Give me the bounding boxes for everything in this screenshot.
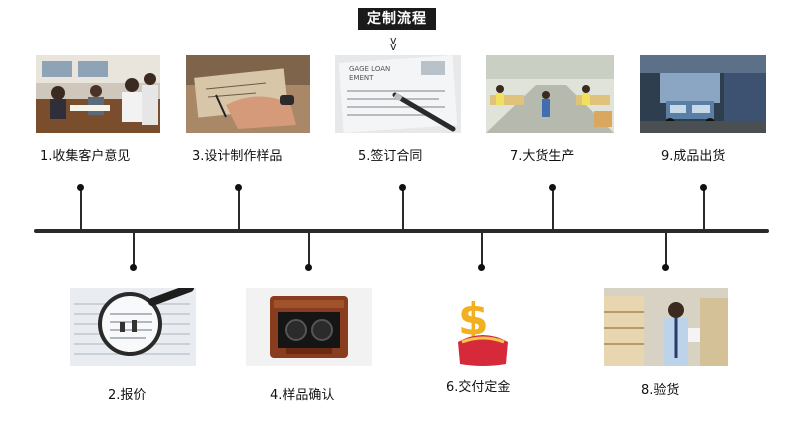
sketching-photo bbox=[186, 55, 310, 133]
svg-text:GAGE LOAN: GAGE LOAN bbox=[349, 65, 390, 73]
tick-step-2 bbox=[133, 231, 135, 267]
truck-shipping-photo bbox=[640, 55, 766, 133]
tick-step-6 bbox=[481, 231, 483, 267]
step-label-6: 6.交付定金 bbox=[446, 380, 511, 395]
warehouse-inspector-photo bbox=[604, 288, 728, 366]
tick-step-8 bbox=[665, 231, 667, 267]
tick-dot bbox=[700, 184, 707, 191]
tick-step-7 bbox=[552, 187, 554, 231]
timeline-axis bbox=[34, 229, 769, 233]
contract-signing-photo: GAGE LOAN EMENT bbox=[335, 55, 461, 133]
tick-dot bbox=[478, 264, 485, 271]
step-label-4: 4.样品确认 bbox=[270, 388, 335, 403]
watch-winder-photo bbox=[246, 288, 372, 366]
tick-dot bbox=[399, 184, 406, 191]
tick-dot bbox=[130, 264, 137, 271]
tick-step-1 bbox=[80, 187, 82, 231]
magnifier-photo bbox=[70, 288, 196, 366]
step-label-7: 7.大货生产 bbox=[510, 149, 575, 164]
page-title: 定制流程 bbox=[358, 8, 436, 30]
tick-dot bbox=[305, 264, 312, 271]
svg-text:EMENT: EMENT bbox=[349, 74, 374, 82]
step-label-2: 2.报价 bbox=[108, 388, 147, 403]
step-label-5: 5.签订合同 bbox=[358, 149, 423, 164]
tick-dot bbox=[77, 184, 84, 191]
step-label-3: 3.设计制作样品 bbox=[192, 149, 283, 164]
tick-dot bbox=[662, 264, 669, 271]
tick-dot bbox=[549, 184, 556, 191]
dollar-purse-photo: $ bbox=[440, 288, 526, 368]
tick-step-4 bbox=[308, 231, 310, 267]
tick-step-9 bbox=[703, 187, 705, 231]
tick-dot bbox=[235, 184, 242, 191]
step-label-8: 8.验货 bbox=[641, 383, 680, 398]
tick-step-3 bbox=[238, 187, 240, 231]
step-label-9: 9.成品出货 bbox=[661, 149, 726, 164]
tick-step-5 bbox=[402, 187, 404, 231]
meeting-photo bbox=[36, 55, 160, 133]
step-label-1: 1.收集客户意见 bbox=[40, 149, 131, 164]
factory-line-photo bbox=[486, 55, 614, 133]
